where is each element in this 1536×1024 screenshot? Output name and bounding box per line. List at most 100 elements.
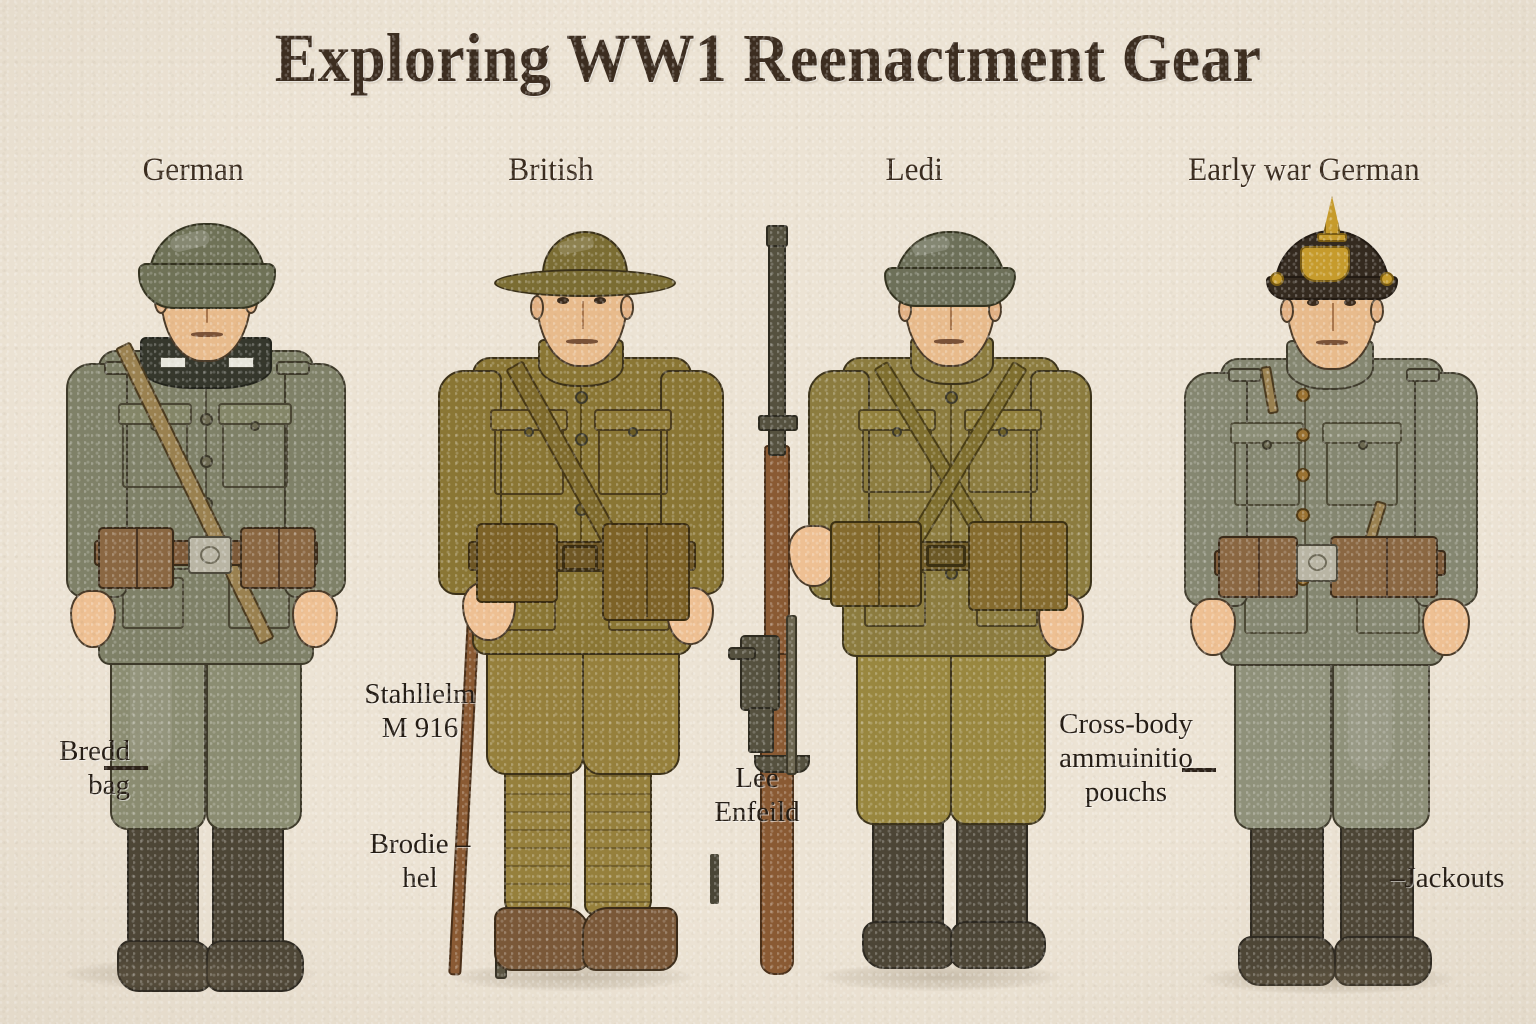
tunic-button-2 (575, 433, 588, 446)
rifle-bolt-handle (728, 647, 756, 660)
column-heading-british: British (508, 152, 594, 188)
chest-pocket-right-button (1358, 440, 1368, 450)
shoulder-board-right (276, 361, 310, 375)
ammo-pouch-left (830, 521, 922, 607)
ammo-pouch-right-divider (278, 529, 280, 587)
jackboot-right-foot (1334, 936, 1432, 986)
belt-buckle-emblem (200, 546, 220, 564)
ear-right (620, 295, 634, 320)
tunic-button-1 (945, 391, 958, 404)
jackboot-left-foot (1238, 936, 1336, 986)
tunic-button-1 (1296, 388, 1310, 402)
collar-tab-right (228, 357, 254, 368)
pickelhaube-eagle-plate (1300, 246, 1350, 282)
annotation-stahlhelm: Stahllelm M 916 (364, 678, 476, 744)
chest-pocket-left-button (892, 427, 902, 437)
brodie-helmet-brim (494, 269, 676, 297)
ammo-pouch-right-divider (646, 527, 648, 617)
nose (582, 301, 584, 329)
ear-left (1280, 298, 1294, 323)
rifle-magazine (748, 707, 774, 753)
collar-tab-left (160, 357, 186, 368)
pickelhaube-boss-left (1270, 272, 1284, 286)
figure-shadow (820, 963, 1060, 991)
annotation-brodie-helmet: Brodie – hel (369, 828, 471, 894)
tunic-button-4 (1296, 508, 1310, 522)
ankle-boot-right (582, 907, 678, 971)
belt-buckle-emblem (1308, 554, 1327, 571)
puttee-wrap-lines-right (586, 775, 650, 913)
chest-pocket-right-button (998, 427, 1008, 437)
annotation-jackboots: –Jackouts (1390, 862, 1505, 894)
jackboot-right-foot (950, 921, 1046, 969)
ear-left (530, 295, 544, 320)
mouth (191, 332, 223, 337)
ear-right (1370, 298, 1384, 323)
nose (1332, 303, 1334, 331)
jackboot-right-foot (206, 940, 304, 992)
hand-right (292, 590, 338, 648)
annotation-ammo-pouches: Cross-body ammuinitio pouchs (1059, 708, 1193, 808)
nose (950, 303, 952, 330)
chest-pocket-right-button (628, 427, 638, 437)
leader-line-ammo-pouches (1182, 768, 1216, 772)
belt-buckle (926, 545, 966, 567)
figure-ledi (728, 215, 1100, 995)
column-heading-german: German (142, 152, 244, 188)
hand-left (70, 590, 116, 648)
pickelhaube-boss-right (1380, 272, 1394, 286)
ankle-boot-left (494, 907, 590, 971)
ammo-pouch-left (476, 523, 558, 603)
rifle-forend (764, 445, 790, 655)
figure-shadow (65, 959, 315, 989)
column-heading-ledi: Ledi (885, 152, 943, 188)
figure-german (60, 205, 360, 995)
ammo-pouch-right (1330, 536, 1438, 598)
figure-shadow (452, 963, 692, 991)
tunic-button-2 (1296, 428, 1310, 442)
mouth (934, 339, 964, 344)
hand-right (1422, 598, 1470, 656)
page-title: Exploring WW1 Reenactment Gear (274, 20, 1262, 96)
annotation-lee-enfield: Lee Enfeild (714, 762, 800, 828)
ammo-pouch-left-divider (878, 525, 880, 605)
column-heading-early-war-german: Early war German (1188, 152, 1420, 188)
nose (206, 295, 208, 323)
rifle-sling (786, 615, 797, 775)
rifle-barrel-band (758, 415, 798, 431)
tunic-button-1 (200, 413, 213, 426)
tunic-button-3 (1296, 468, 1310, 482)
stahlhelm-skirt (138, 263, 276, 309)
ammo-pouch-right-divider (1386, 538, 1388, 596)
annotation-bread-bag: Bredd bag (59, 735, 130, 801)
eye-right (1344, 299, 1356, 306)
mouth (566, 339, 598, 344)
leader-line-lee-enfield (710, 854, 719, 904)
chest-pocket-right-button (250, 421, 260, 431)
eye-left (1307, 299, 1319, 306)
hand-left (1190, 598, 1236, 656)
ammo-pouch-right-divider (1020, 525, 1022, 609)
belt-buckle (562, 545, 598, 571)
figure-british (432, 215, 732, 995)
eye-left (557, 297, 569, 304)
jackboot-left-foot (117, 940, 213, 992)
steel-helmet-skirt (884, 267, 1016, 307)
chest-pocket-left-button (524, 427, 534, 437)
figure-early-war-german (1178, 196, 1488, 1000)
ammo-pouch-left-divider (136, 529, 138, 587)
rifle-front-sight (766, 225, 788, 247)
tunic-button-2 (200, 455, 213, 468)
ammo-pouch-left-divider (1258, 538, 1260, 596)
mouth (1316, 340, 1348, 345)
pickelhaube-spike-base (1317, 233, 1347, 242)
figure-shadow (1203, 964, 1453, 994)
chest-pocket-left-button (1262, 440, 1272, 450)
shoulder-board-left (1228, 368, 1262, 382)
eye-right (594, 297, 606, 304)
tunic-button-1 (575, 391, 588, 404)
puttee-wrap-lines-left (506, 775, 570, 913)
leader-line-bread-bag (104, 766, 148, 770)
ammo-pouch-right (968, 521, 1068, 611)
